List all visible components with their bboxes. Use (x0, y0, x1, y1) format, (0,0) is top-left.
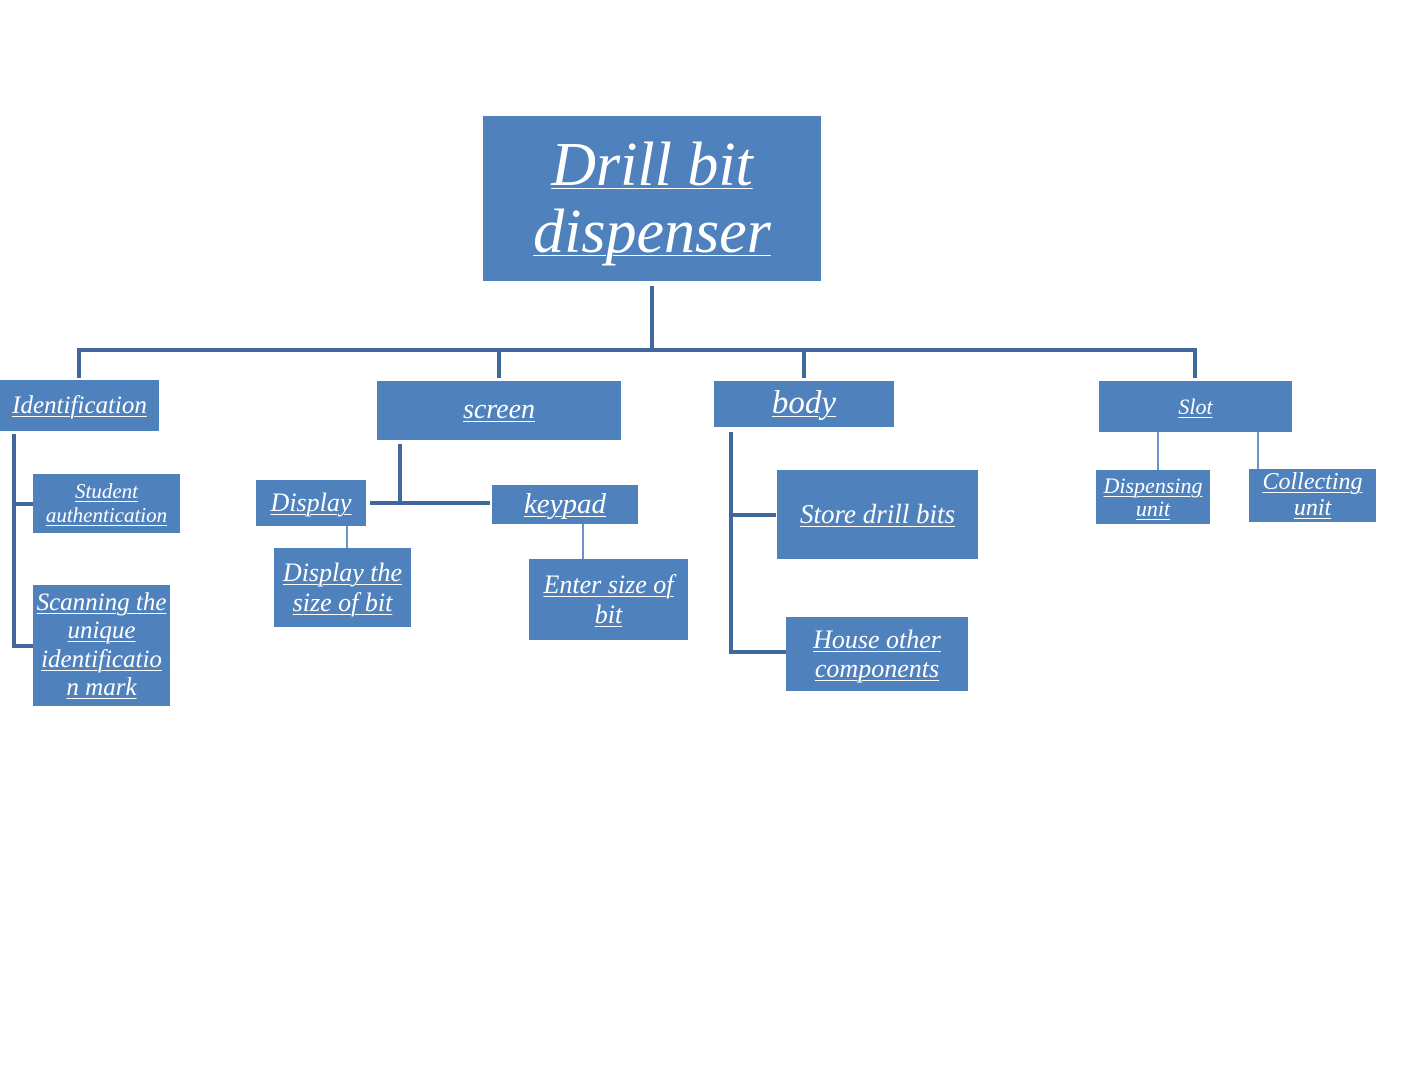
slot-label: Slot (1178, 393, 1213, 419)
enter-size-node: Enter size of bit (529, 559, 688, 640)
house-components-node: House other components (786, 617, 968, 691)
identification-label: Identification (12, 392, 147, 419)
keypad-label: keypad (523, 487, 607, 520)
body-label: body (771, 385, 837, 422)
dispensing-unit-node: Dispensing unit (1096, 470, 1210, 524)
scanning-label: Scanning the unique identificatio n mark (36, 588, 167, 702)
house-components-label: House other components (813, 624, 941, 683)
root-node: Drill bit dispenser (483, 116, 821, 281)
keypad-node: keypad (492, 485, 638, 524)
display-node: Display (256, 480, 366, 526)
scanning-node: Scanning the unique identificatio n mark (33, 585, 170, 706)
store-drill-bits-label: Store drill bits (799, 498, 955, 529)
store-drill-bits-node: Store drill bits (777, 470, 978, 559)
collecting-unit-label: Collecting unit (1262, 469, 1363, 521)
dispensing-unit-label: Dispensing unit (1103, 472, 1203, 521)
collecting-unit-node: Collecting unit (1249, 469, 1376, 522)
slot-node: Slot (1099, 381, 1292, 432)
screen-node: screen (377, 381, 621, 440)
student-authentication-label: Student authentication (45, 478, 168, 527)
display-label: Display (270, 487, 352, 517)
body-node: body (714, 381, 894, 427)
root-label: Drill bit dispenser (533, 130, 771, 266)
identification-node: Identification (0, 380, 159, 431)
screen-label: screen (462, 394, 536, 426)
enter-size-label: Enter size of bit (543, 570, 674, 629)
display-size-node: Display the size of bit (274, 548, 411, 627)
student-authentication-node: Student authentication (33, 474, 180, 533)
display-size-label: Display the size of bit (282, 558, 403, 617)
